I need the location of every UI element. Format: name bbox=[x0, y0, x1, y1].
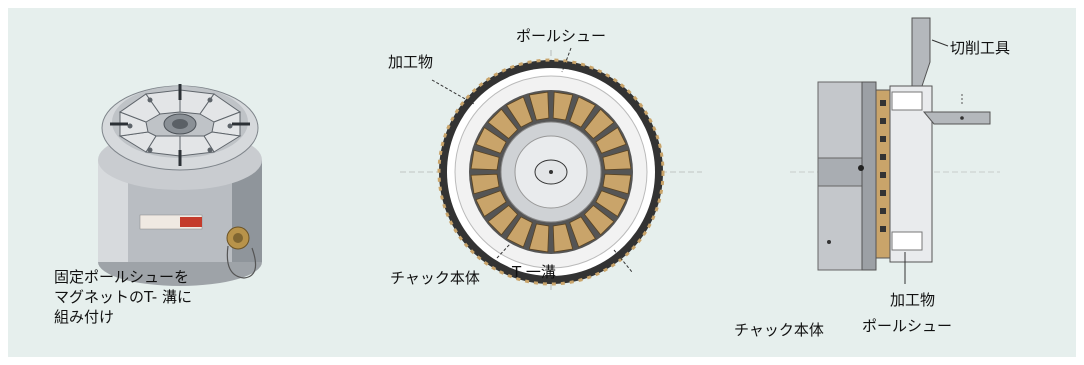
pole-shoe-segment bbox=[470, 149, 500, 171]
center-label-pole-shoe: ポールシュー bbox=[516, 27, 607, 45]
chuck-top-view bbox=[400, 47, 702, 290]
pole-shoe-segment bbox=[528, 223, 550, 253]
pole-shoe-segment bbox=[475, 127, 507, 154]
pole-shoe-segment bbox=[506, 96, 533, 128]
pole-shoe-segment bbox=[569, 96, 596, 128]
chuck-side-view bbox=[790, 17, 1000, 284]
chuck-photo bbox=[98, 84, 262, 286]
pole-shoe-segment bbox=[470, 173, 500, 195]
pole-shoe-segment bbox=[552, 223, 574, 253]
left-caption-line-1: 固定ポールシューを bbox=[54, 268, 190, 286]
right-label-pole-shoe: ポールシュー bbox=[862, 317, 953, 335]
pole-shoe-segment bbox=[569, 216, 596, 248]
right-label-workpiece: 加工物 bbox=[890, 291, 936, 309]
pole-shoe-segment bbox=[602, 149, 632, 171]
pole-shoe-segment bbox=[595, 127, 627, 154]
pole-shoe-segment bbox=[552, 91, 574, 121]
pole-shoe-segment bbox=[528, 91, 550, 121]
pole-shoe-segment bbox=[583, 204, 615, 236]
pole-shoe-segment bbox=[583, 108, 615, 140]
pole-shoe-segment bbox=[602, 173, 632, 195]
pole-shoe-segment bbox=[487, 108, 519, 140]
right-label-chuck-body: チャック本体 bbox=[734, 321, 824, 339]
center-label-t-slot: T 一溝 bbox=[512, 263, 556, 281]
pole-shoe-segment bbox=[595, 190, 627, 217]
center-label-chuck-body: チャック本体 bbox=[390, 269, 480, 287]
right-label-cutting-tool: 切削工具 bbox=[950, 39, 1011, 57]
left-caption-line-2: マグネットのT- 溝に bbox=[54, 288, 192, 306]
center-label-workpiece: 加工物 bbox=[388, 53, 434, 71]
pole-shoe-segment bbox=[487, 204, 519, 236]
pole-shoe-segment bbox=[475, 190, 507, 217]
pole-shoe-segment bbox=[506, 216, 533, 248]
left-caption-line-3: 組み付け bbox=[54, 308, 115, 326]
